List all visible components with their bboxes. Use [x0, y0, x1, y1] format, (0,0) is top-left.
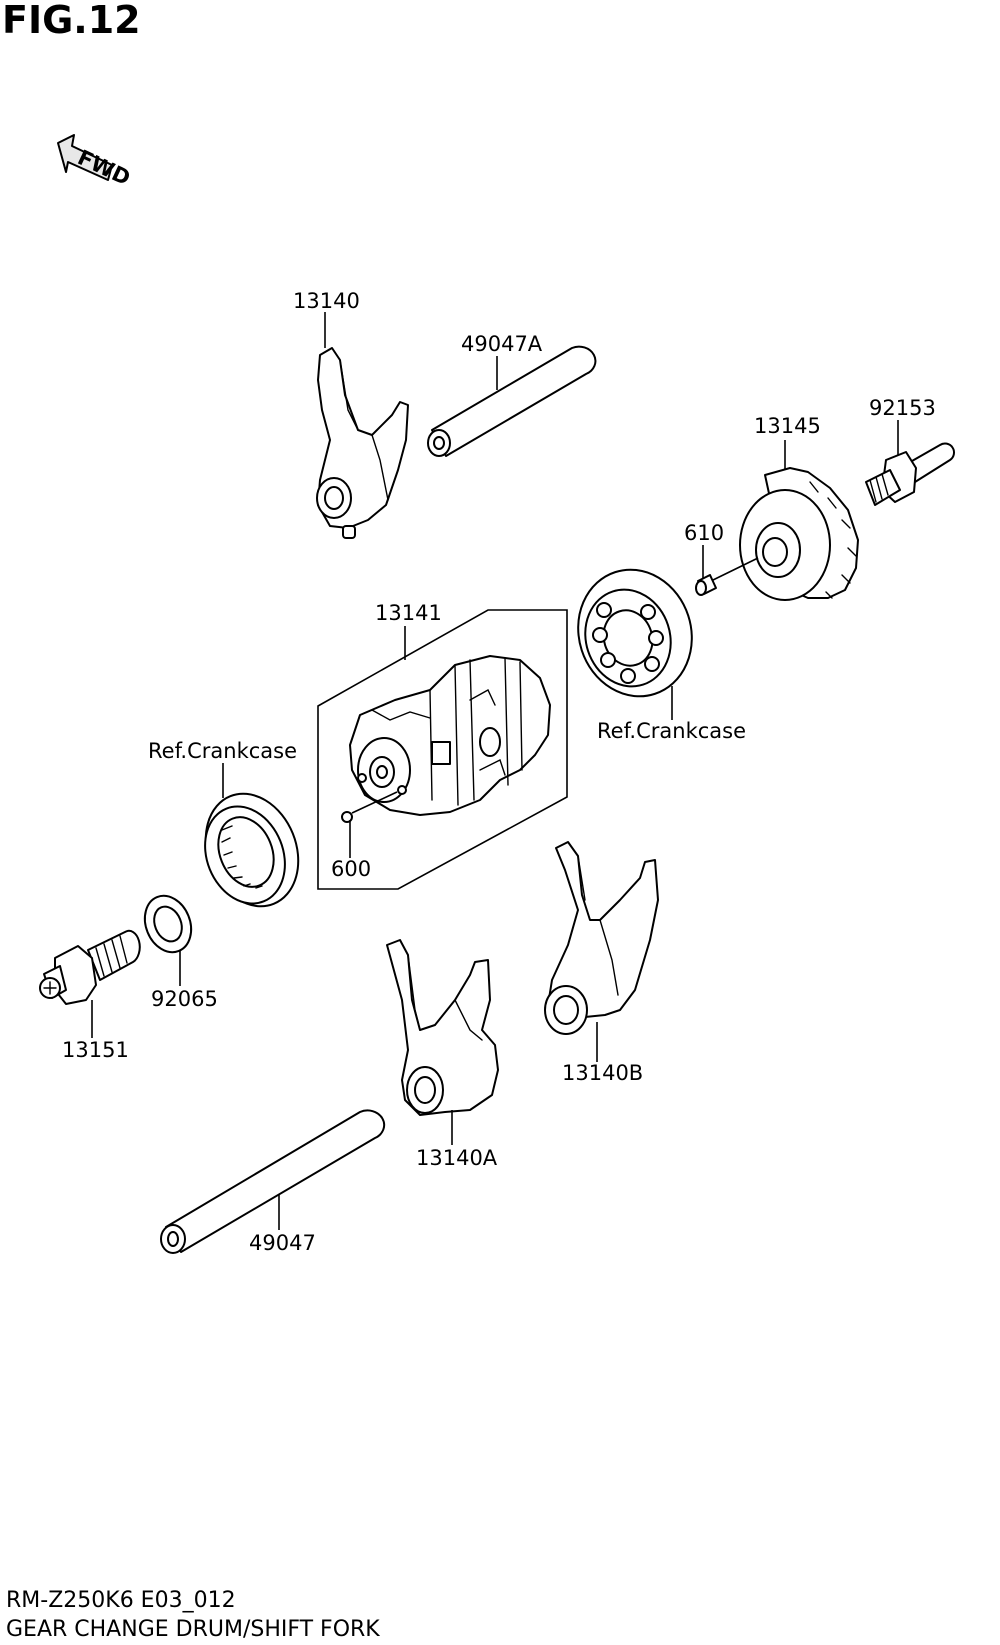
label-13141: 13141 [375, 601, 442, 625]
shift-fork-top-part [316, 347, 409, 539]
bearing-right-part [577, 568, 693, 698]
label-13140a: 13140A [416, 1146, 498, 1170]
gear-position-switch-part [39, 929, 141, 1005]
label-49047: 49047 [249, 1231, 316, 1255]
bearing-left-part [204, 792, 300, 908]
shift-cam-part [739, 467, 859, 601]
label-13145: 13145 [754, 414, 821, 438]
label-ref-crankcase-right: Ref.Crankcase [597, 719, 746, 743]
label-ref-crankcase-left: Ref.Crankcase [148, 739, 297, 763]
shift-shaft-a-part [427, 345, 597, 457]
gear-shift-drum-part [317, 609, 568, 890]
fwd-arrow-icon: FWD [57, 134, 134, 190]
leader-lines [91, 312, 899, 1230]
pin-610-part [695, 557, 759, 596]
label-92065: 92065 [151, 987, 218, 1011]
shift-fork-b-part [544, 841, 659, 1035]
label-92153: 92153 [869, 396, 936, 420]
section-title: GEAR CHANGE DRUM/SHIFT FORK [6, 1617, 380, 1642]
shift-shaft-part [160, 1109, 386, 1254]
label-13140: 13140 [293, 289, 360, 313]
pin-600-part [341, 791, 398, 823]
washer-part [143, 894, 193, 954]
figure-title: FIG.12 [2, 0, 141, 42]
label-13140b: 13140B [562, 1061, 643, 1085]
model-code: RM-Z250K6 E03_012 [6, 1588, 236, 1613]
label-49047a: 49047A [461, 332, 543, 356]
label-13151: 13151 [62, 1038, 129, 1062]
drum-bolt-part [865, 442, 955, 506]
label-610: 610 [684, 521, 724, 545]
fwd-text: FWD [74, 145, 134, 190]
label-600: 600 [331, 857, 371, 881]
shift-fork-a-part [386, 939, 499, 1116]
